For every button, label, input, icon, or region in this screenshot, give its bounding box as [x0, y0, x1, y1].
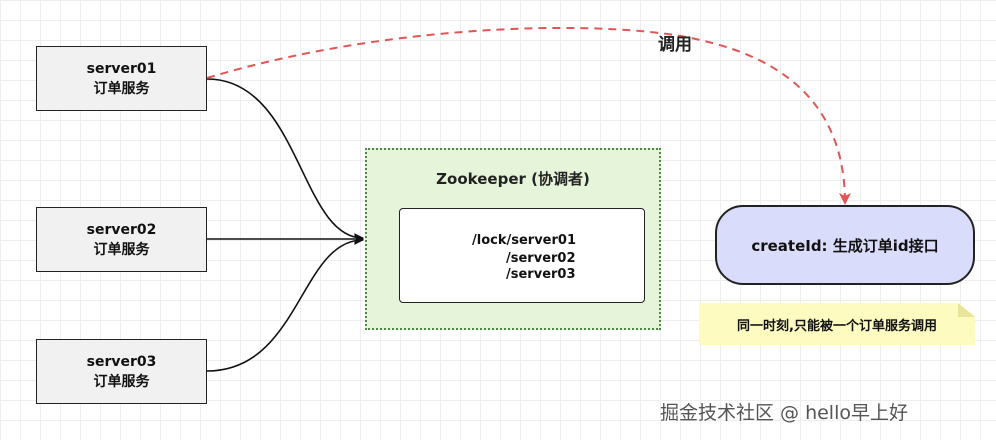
- call-dashed-arrow: [206, 26, 851, 205]
- server01-to-zookeeper-connector: [206, 78, 364, 243]
- watermark: 掘金技术社区 @ hello早上好: [660, 402, 908, 424]
- call-label: 调用: [658, 35, 692, 55]
- create-id-label: createId: 生成订单id接口: [751, 236, 939, 255]
- server03-box: server03 订单服务: [36, 339, 207, 404]
- lock-path-box: /lock/server01 /server02 /server03: [399, 208, 645, 303]
- server01-name: server01: [86, 60, 157, 77]
- server03-to-zookeeper-connector: [206, 235, 364, 372]
- constraint-note: 同一时刻,只能被一个订单服务调用: [699, 303, 975, 345]
- server02-box: server02 订单服务: [36, 207, 207, 272]
- create-id-service: createId: 生成订单id接口: [715, 205, 975, 285]
- lock-path-server02: /server02: [506, 251, 576, 266]
- server01-box: server01 订单服务: [36, 46, 207, 111]
- lock-path-server03: /server03: [506, 267, 576, 282]
- lock-path-server01: /lock/server01: [472, 233, 576, 248]
- server03-name: server03: [86, 353, 157, 370]
- zookeeper-container: Zookeeper (协调者) /lock/server01 /server02…: [365, 148, 661, 330]
- server03-role: 订单服务: [93, 373, 150, 390]
- server02-role: 订单服务: [93, 241, 150, 258]
- zookeeper-title: Zookeeper (协调者): [436, 170, 590, 188]
- constraint-note-text: 同一时刻,只能被一个订单服务调用: [737, 318, 937, 334]
- server01-role: 订单服务: [93, 80, 150, 97]
- server02-name: server02: [86, 221, 157, 238]
